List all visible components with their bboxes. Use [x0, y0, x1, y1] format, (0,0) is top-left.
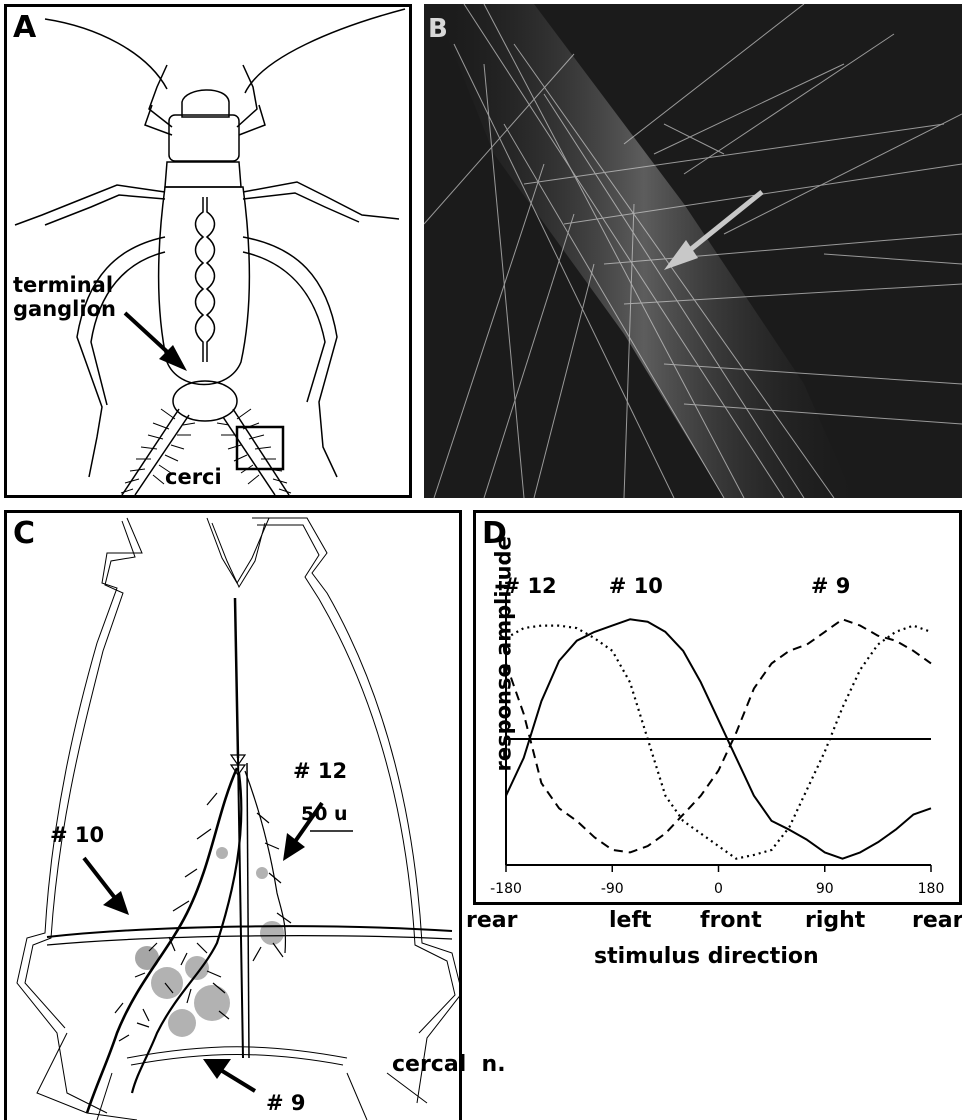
direction-label: rear: [466, 910, 517, 932]
direction-label: right: [805, 910, 865, 932]
cercus-micrograph: [424, 4, 962, 498]
scale-bar-label: 50 u: [301, 805, 348, 824]
x-tick-label: -180: [490, 881, 522, 897]
series-label: # 9: [811, 574, 851, 598]
cercal-nerve-label: cercal n.: [392, 1054, 506, 1076]
cricket-drawing: [7, 7, 409, 495]
direction-label: left: [609, 910, 652, 932]
direction-label: rear: [912, 910, 962, 932]
panel-b: B: [424, 4, 962, 498]
x-tick-label: 0: [714, 881, 723, 897]
series-line: [506, 626, 931, 859]
panel-b-label: B: [428, 16, 448, 42]
panel-c: C: [4, 510, 462, 1120]
label-10: # 10: [50, 825, 104, 846]
series-line: [506, 619, 931, 852]
series-label: # 10: [609, 574, 663, 598]
terminal-label: terminal: [13, 275, 113, 296]
x-tick-label: 180: [918, 881, 945, 897]
x-tick-label: -90: [601, 881, 624, 897]
label-9: # 9: [266, 1093, 306, 1114]
direction-label: front: [700, 910, 762, 932]
ganglion-label: ganglion: [13, 299, 116, 320]
label-12: # 12: [293, 761, 347, 782]
x-tick-label: 90: [816, 881, 834, 897]
panel-a: A: [4, 4, 412, 498]
cerci-label: cerci: [165, 467, 222, 488]
neuron-reconstruction: [7, 513, 459, 1120]
direction-labels: rear left front right rear: [0, 910, 962, 940]
y-axis-label: response amplitude: [494, 572, 515, 772]
x-axis-label: stimulus direction: [594, 946, 819, 968]
